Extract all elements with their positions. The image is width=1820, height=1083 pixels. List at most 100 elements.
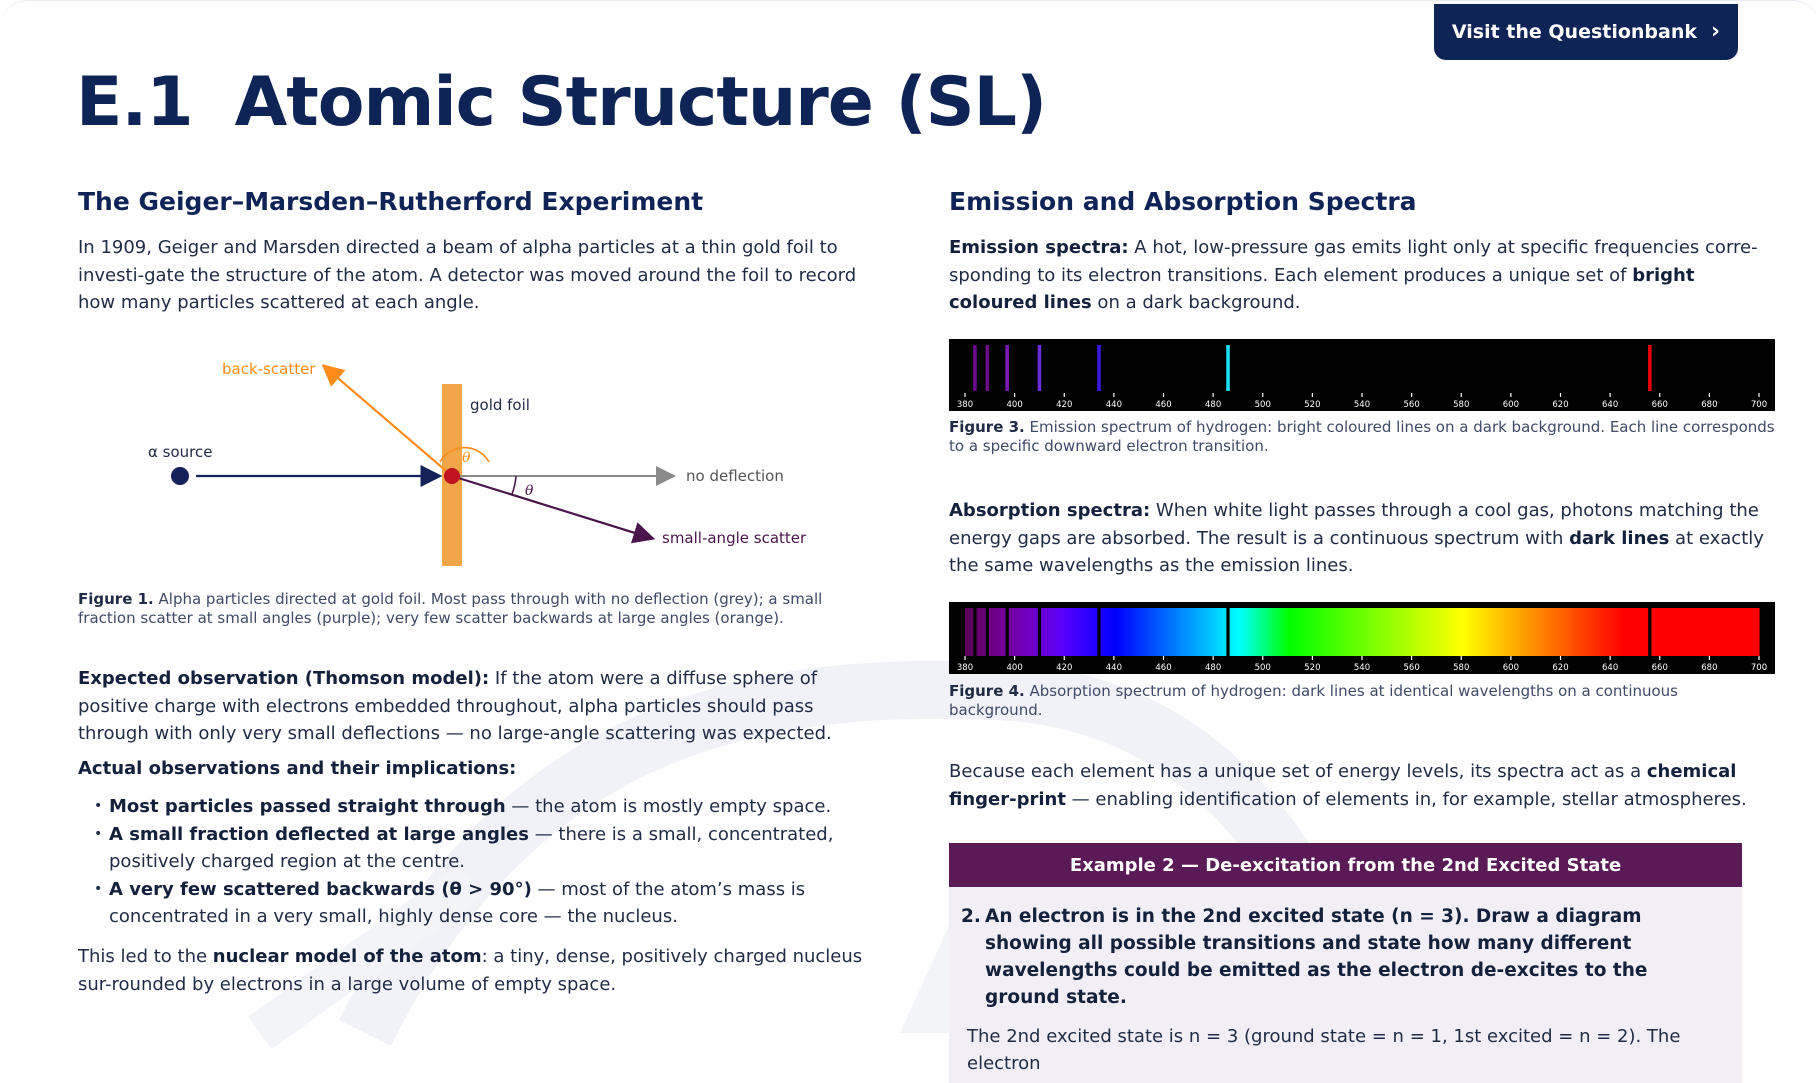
continuum-band xyxy=(1384,608,1388,656)
absorption-text-2: at exactly the same wavelengths as the e… xyxy=(949,527,1764,577)
continuum-band xyxy=(1731,608,1735,656)
continuum-band xyxy=(1689,608,1693,656)
continuum-band xyxy=(1126,608,1130,656)
continuum-band xyxy=(1677,608,1681,656)
continuum-band xyxy=(1627,608,1631,656)
emission-tick-label: 520 xyxy=(1304,400,1320,410)
continuum-band xyxy=(1421,608,1425,656)
continuum-band xyxy=(1203,608,1207,656)
continuum-band xyxy=(1161,608,1165,656)
continuum-band xyxy=(1404,608,1408,656)
emission-tick-label: 400 xyxy=(1007,400,1023,410)
continuum-band xyxy=(1493,608,1497,656)
continuum-band xyxy=(1555,608,1559,656)
continuum-band xyxy=(1133,608,1137,656)
continuum-band xyxy=(997,608,1001,656)
continuum-band xyxy=(1069,608,1073,656)
continuum-band xyxy=(1538,608,1542,656)
continuum-band xyxy=(1376,608,1380,656)
continuum-band xyxy=(1508,608,1512,656)
continuum-band xyxy=(1436,608,1440,656)
continuum-band xyxy=(1379,608,1383,656)
emission-tick-label: 380 xyxy=(957,400,973,410)
continuum-band xyxy=(1756,608,1760,656)
visit-questionbank-button[interactable]: Visit the Questionbank › xyxy=(1434,4,1738,60)
continuum-band xyxy=(1019,608,1023,656)
continuum-band xyxy=(1213,608,1217,656)
continuum-band xyxy=(1448,608,1452,656)
thomson-text: If the atom were a diffuse sphere of pos… xyxy=(78,668,832,744)
list-item: Most particles passed straight through —… xyxy=(78,793,864,821)
continuum-band xyxy=(1322,608,1326,656)
continuum-band xyxy=(1751,608,1755,656)
continuum-band xyxy=(1652,608,1656,656)
continuum-band xyxy=(1503,608,1507,656)
continuum-band xyxy=(1572,608,1576,656)
emission-tick-label: 640 xyxy=(1602,400,1618,410)
continuum-band xyxy=(1736,608,1740,656)
continuum-band xyxy=(1272,608,1276,656)
continuum-band xyxy=(1031,608,1036,656)
absorption-line xyxy=(1226,608,1230,656)
observations-list: Most particles passed straight through —… xyxy=(78,793,864,931)
continuum-band xyxy=(1602,608,1606,656)
observation-lead: A small fraction deflected at large angl… xyxy=(109,823,529,845)
continuum-band xyxy=(1153,608,1157,656)
observation-lead: Most particles passed straight through xyxy=(109,796,506,817)
continuum-band xyxy=(1466,608,1470,656)
back-scatter-theta-label: θ xyxy=(462,450,471,466)
continuum-band xyxy=(1312,608,1316,656)
back-scatter-label: back-scatter xyxy=(222,360,316,378)
continuum-band xyxy=(1349,608,1353,656)
absorption-tick-label: 540 xyxy=(1354,663,1370,673)
continuum-band xyxy=(1165,608,1170,656)
continuum-band xyxy=(1265,608,1269,656)
continuum-band xyxy=(1170,608,1175,656)
continuum-band xyxy=(1148,608,1152,656)
continuum-band xyxy=(1510,608,1514,656)
continuum-band xyxy=(1309,608,1313,656)
continuum-band xyxy=(1483,608,1487,656)
continuum-band xyxy=(1605,608,1609,656)
continuum-band xyxy=(1711,608,1715,656)
emission-line xyxy=(1005,345,1009,391)
section-title: Atomic Structure (SL) xyxy=(234,63,1047,142)
continuum-band xyxy=(1754,608,1758,656)
continuum-band xyxy=(1175,608,1179,656)
continuum-band xyxy=(1267,608,1271,656)
continuum-band xyxy=(1721,608,1725,656)
continuum-band xyxy=(1704,608,1708,656)
continuum-band xyxy=(1359,608,1363,656)
continuum-band xyxy=(1357,608,1361,656)
continuum-band xyxy=(1520,608,1524,656)
absorption-tick-label: 380 xyxy=(957,663,973,673)
emission-tick-label: 700 xyxy=(1751,400,1767,410)
emission-text-2: on a dark background. xyxy=(1091,292,1301,313)
continuum-band xyxy=(1374,608,1378,656)
continuum-band xyxy=(1672,608,1676,656)
emission-line xyxy=(985,345,990,391)
continuum-band xyxy=(1622,608,1626,656)
continuum-band xyxy=(977,608,981,656)
continuum-band xyxy=(1585,608,1589,656)
nuclear-model-paragraph: This led to the nuclear model of the ato… xyxy=(78,943,864,998)
observation-text: — there is a small, concentrated, positi… xyxy=(109,823,834,873)
continuum-band xyxy=(1468,608,1472,656)
continuum-band xyxy=(1275,608,1279,656)
absorption-tick-label: 420 xyxy=(1056,663,1072,673)
continuum-band xyxy=(1151,608,1155,656)
continuum-band xyxy=(1156,608,1160,656)
continuum-band xyxy=(1441,608,1445,656)
gmr-intro: In 1909, Geiger and Marsden directed a b… xyxy=(78,237,857,313)
continuum-band xyxy=(1386,608,1390,656)
continuum-band xyxy=(1592,608,1596,656)
continuum-band xyxy=(1662,608,1666,656)
nuclear-bold: nuclear model of the atom xyxy=(212,946,482,967)
small-angle-arc xyxy=(511,475,517,495)
continuum-band xyxy=(1692,608,1696,656)
absorption-tick-label: 520 xyxy=(1304,663,1320,673)
continuum-band xyxy=(1682,608,1686,656)
